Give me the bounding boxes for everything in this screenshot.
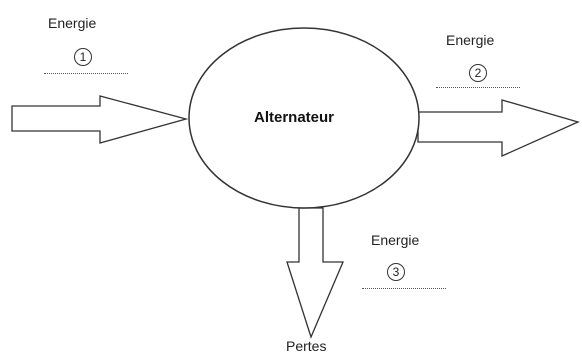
alternator-label: Alternateur [254,109,335,126]
output-energy-number: 2 [469,64,487,82]
losses-energy-label: Energie [371,232,420,248]
output-energy-label: Energie [446,32,495,48]
losses-energy-number: 3 [387,263,405,281]
losses-arrow [286,207,344,339]
losses-caption: Pertes [286,338,327,354]
input-energy-label: Energie [48,15,97,31]
input-energy-number: 1 [74,48,92,66]
input-energy-blank [44,73,128,74]
alternator-ellipse [188,27,420,209]
input-energy-arrow [11,95,189,144]
output-energy-arrow [417,99,580,158]
output-energy-blank [436,87,520,88]
losses-energy-blank [362,288,446,289]
